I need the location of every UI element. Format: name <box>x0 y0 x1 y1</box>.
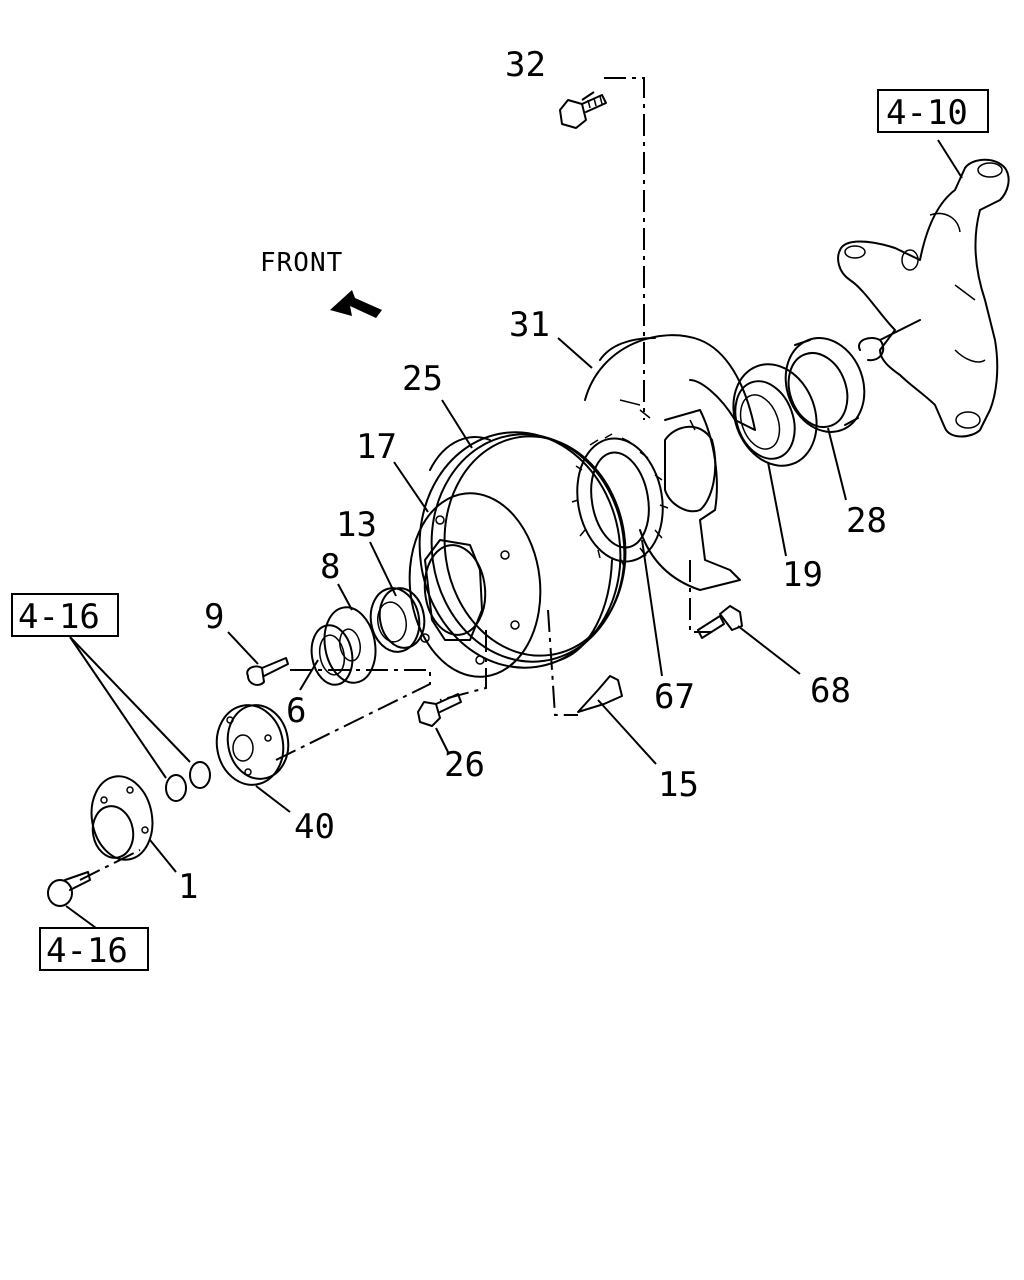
stud-15-icon <box>577 675 623 713</box>
leader-6 <box>299 659 319 691</box>
leader-26 <box>435 727 449 753</box>
front-arrow-icon <box>330 290 382 318</box>
snap-ring-icon <box>165 761 211 802</box>
part-label-28: 28 <box>846 501 887 541</box>
leader-1 <box>149 839 177 873</box>
lock-washer-6-icon <box>310 624 354 686</box>
leader-40 <box>255 785 291 813</box>
drive-flange-1-icon <box>90 775 154 861</box>
leader-17 <box>393 461 429 513</box>
bearing-28-icon <box>784 337 866 433</box>
steering-knuckle-icon <box>837 158 1010 438</box>
ref-label-4-16-upper: 4-16 <box>18 597 100 637</box>
part-label-19: 19 <box>782 555 823 595</box>
disc-rotor-25-icon <box>418 431 627 669</box>
assembly-line-68 <box>689 560 712 633</box>
tone-wheel-67-icon <box>571 433 669 567</box>
part-label-25: 25 <box>402 359 443 399</box>
part-label-40: 40 <box>294 807 335 847</box>
bolt-26-icon <box>417 693 462 727</box>
leader-25 <box>441 399 473 449</box>
screw-9-icon <box>246 657 289 686</box>
ref-label-4-16-lower: 4-16 <box>46 931 128 971</box>
part-label-6: 6 <box>286 691 306 731</box>
ref-box-4-10 <box>877 89 989 133</box>
bolt-68-icon <box>697 605 743 639</box>
assembly-line-15 <box>547 609 578 716</box>
leader-19 <box>767 461 787 557</box>
part-label-17: 17 <box>356 427 397 467</box>
part-label-1: 1 <box>178 867 198 907</box>
ref-label-4-10: 4-10 <box>886 93 968 133</box>
bolt-lower-icon <box>47 871 91 907</box>
assembly-line-40 <box>275 669 431 761</box>
part-label-13: 13 <box>336 505 377 545</box>
dust-shield-31-icon <box>584 334 756 591</box>
bolt-32-icon <box>559 94 607 129</box>
leader-8 <box>337 583 353 611</box>
leader-4-16-upper <box>69 636 191 779</box>
part-label-32: 32 <box>505 45 546 85</box>
leader-9 <box>227 631 259 665</box>
leader-13 <box>369 541 397 597</box>
part-label-67: 67 <box>654 677 695 717</box>
leader-67 <box>641 539 663 677</box>
part-label-68: 68 <box>810 671 851 711</box>
leader-4-16-lower <box>65 905 97 929</box>
assembly-line-1 <box>79 849 141 881</box>
seal-13-icon <box>369 587 426 653</box>
leader-68 <box>737 625 801 675</box>
leader-4-10 <box>937 139 963 179</box>
leader-32 <box>581 91 595 101</box>
leader-15 <box>597 699 657 765</box>
ref-box-4-16-upper <box>11 593 119 637</box>
leader-31 <box>557 337 593 369</box>
leader-28 <box>827 427 847 501</box>
part-label-15: 15 <box>658 765 699 805</box>
part-label-8: 8 <box>320 547 340 587</box>
assembly-line-32 <box>604 77 645 420</box>
part-label-9: 9 <box>204 597 224 637</box>
hub-cap-40-icon <box>215 704 290 786</box>
part-label-26: 26 <box>444 745 485 785</box>
ref-box-4-16-lower <box>39 927 149 971</box>
front-label: FRONT <box>260 248 343 278</box>
bearing-19-icon <box>732 363 818 467</box>
part-label-31: 31 <box>509 305 550 345</box>
